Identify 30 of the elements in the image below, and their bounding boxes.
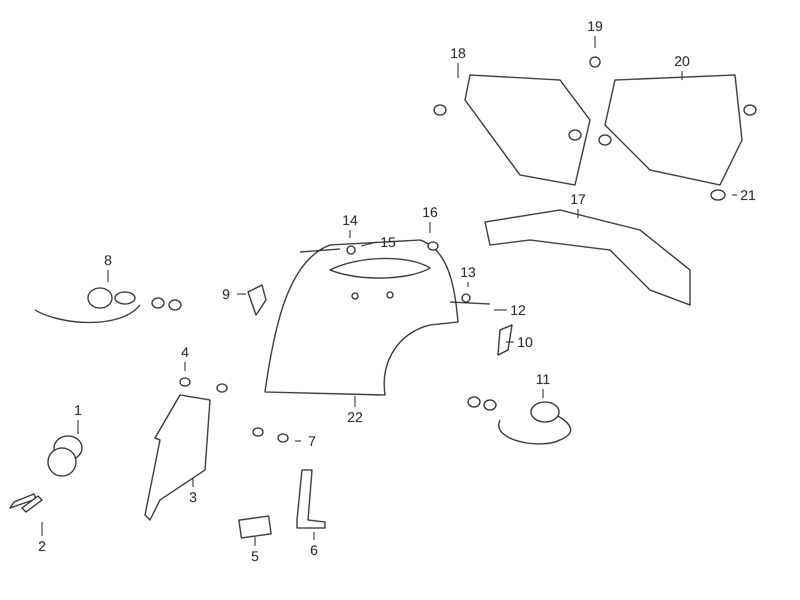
- leader-line: [360, 242, 378, 246]
- callout-number: 13: [460, 264, 476, 280]
- callout-number: 14: [342, 212, 358, 228]
- leader-line: [594, 36, 596, 48]
- callout-number: 6: [310, 542, 318, 558]
- callout-number: 7: [308, 433, 316, 449]
- leader-line: [184, 362, 186, 372]
- callout-number: 19: [587, 18, 603, 34]
- leader-line: [254, 536, 256, 546]
- callout-number: 4: [181, 344, 189, 360]
- callout-number: 10: [517, 334, 533, 350]
- callout-number: 18: [450, 45, 466, 61]
- callout-number: 9: [222, 286, 230, 302]
- callout-number: 21: [740, 187, 756, 203]
- leader-line: [354, 396, 356, 408]
- leader-line: [294, 440, 302, 442]
- callout-number: 16: [422, 204, 438, 220]
- leader-line: [542, 388, 544, 398]
- callout-number: 1: [74, 402, 82, 418]
- leader-line: [192, 478, 194, 488]
- leader-line: [732, 194, 738, 196]
- callout-number: 11: [536, 371, 550, 387]
- callout-number: 8: [104, 252, 112, 268]
- callout-number: 2: [38, 538, 46, 554]
- callout-number: 17: [570, 191, 586, 207]
- callout-number: 20: [674, 53, 690, 69]
- callout-number: 5: [251, 548, 259, 564]
- callout-number: 22: [347, 409, 363, 425]
- callout-number: 3: [189, 489, 197, 505]
- callout-number: 12: [510, 302, 526, 318]
